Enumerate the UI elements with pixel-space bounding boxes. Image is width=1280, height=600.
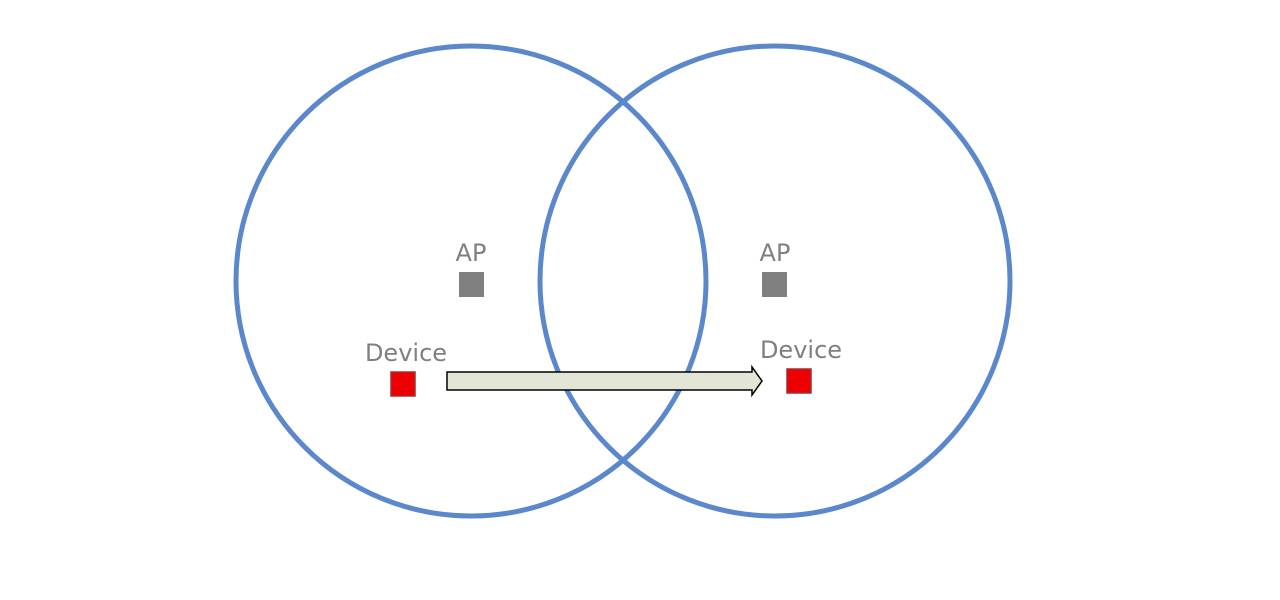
device-right [786,368,812,394]
movement-arrow [446,364,763,398]
ap-label-right: AP [760,239,791,267]
access-point-left [459,272,484,297]
device-label-right: Device [760,336,842,364]
coverage-circle-left [233,43,709,519]
coverage-circle-right [537,43,1013,519]
device-left [390,371,416,397]
ap-label-left: AP [456,239,487,267]
device-label-left: Device [365,339,447,367]
access-point-right [762,272,787,297]
